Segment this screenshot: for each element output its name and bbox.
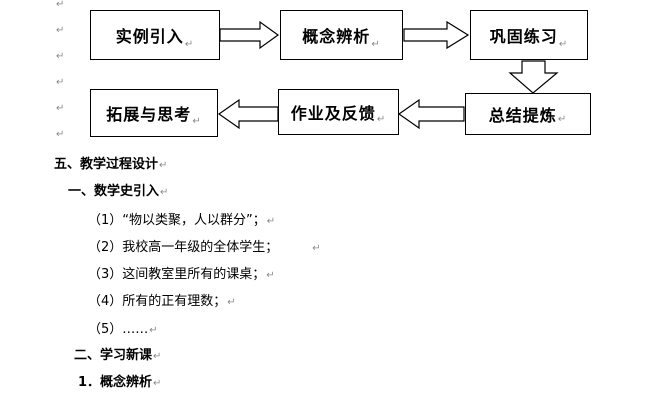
flow-box-label: 概念辨析 xyxy=(302,27,371,46)
right-arrow xyxy=(403,20,470,50)
section-heading: 五、教学过程设计↵ xyxy=(54,157,168,172)
paragraph-mark: ↵ xyxy=(159,160,168,171)
paragraph-mark: ↵ xyxy=(558,39,569,50)
flow-box-example-intro: 实例引入↵ xyxy=(90,10,220,60)
paragraph-mark: ↵ xyxy=(149,325,158,336)
paragraph-mark: ↵ xyxy=(56,25,65,36)
flow-box-homework-feedback: 作业及反馈↵ xyxy=(278,89,399,135)
paragraph-mark: ↵ xyxy=(160,187,169,198)
paragraph-mark: ↵ xyxy=(266,216,276,227)
list-item: （4）所有的正有理数；↵ xyxy=(88,294,236,309)
paragraph-mark: ↵ xyxy=(371,39,381,50)
flow-box-concept-analysis: 概念辨析↵ xyxy=(280,10,403,60)
right-arrow xyxy=(219,20,280,50)
subsection-heading-history: 一、数学史引入↵ xyxy=(68,184,169,199)
flow-box-label: 巩固练习 xyxy=(489,27,558,46)
left-arrow xyxy=(217,98,279,130)
list-item: （3）这间教室里所有的课桌；↵ xyxy=(88,267,275,282)
paragraph-mark: ↵ xyxy=(56,0,65,10)
paragraph-mark: ↵ xyxy=(266,270,275,281)
list-item: （1）“物以类聚，人以群分”；↵ xyxy=(88,213,276,228)
list-item: （5）……↵ xyxy=(88,322,158,337)
subsection-heading-concept: 1．概念辨析↵ xyxy=(78,375,162,390)
paragraph-mark: ↵ xyxy=(184,39,195,50)
subsection-heading-new-lesson: 二、学习新课↵ xyxy=(74,348,162,363)
flow-box-label: 实例引入 xyxy=(115,27,184,46)
paragraph-mark: ↵ xyxy=(192,116,202,127)
flow-box-label: 总结提炼 xyxy=(488,106,557,125)
paragraph-mark: ↵ xyxy=(56,51,65,62)
paragraph-mark: ↵ xyxy=(312,243,321,254)
paragraph-mark: ↵ xyxy=(153,351,162,362)
list-item: （2）我校高一年级的全体学生；↵ xyxy=(88,240,321,255)
flow-box-label: 作业及反馈 xyxy=(290,104,376,123)
paragraph-mark: ↵ xyxy=(153,378,162,389)
flow-arrows xyxy=(217,20,559,130)
paragraph-mark: ↵ xyxy=(227,297,236,308)
paragraph-mark: ↵ xyxy=(56,77,65,88)
paragraph-mark: ↵ xyxy=(376,114,387,125)
left-arrow xyxy=(397,98,465,130)
flow-box-summary: 总结提炼↵ xyxy=(465,93,591,135)
down-arrow xyxy=(508,60,559,94)
paragraph-mark: ↵ xyxy=(557,114,568,125)
paragraph-mark: ↵ xyxy=(56,129,65,140)
flow-box-consolidation-practice: 巩固练习↵ xyxy=(470,10,588,60)
flow-box-label: 拓展与思考 xyxy=(106,105,192,124)
paragraph-mark: ↵ xyxy=(56,103,65,114)
flow-box-extension-thinking: 拓展与思考↵ xyxy=(90,89,218,137)
